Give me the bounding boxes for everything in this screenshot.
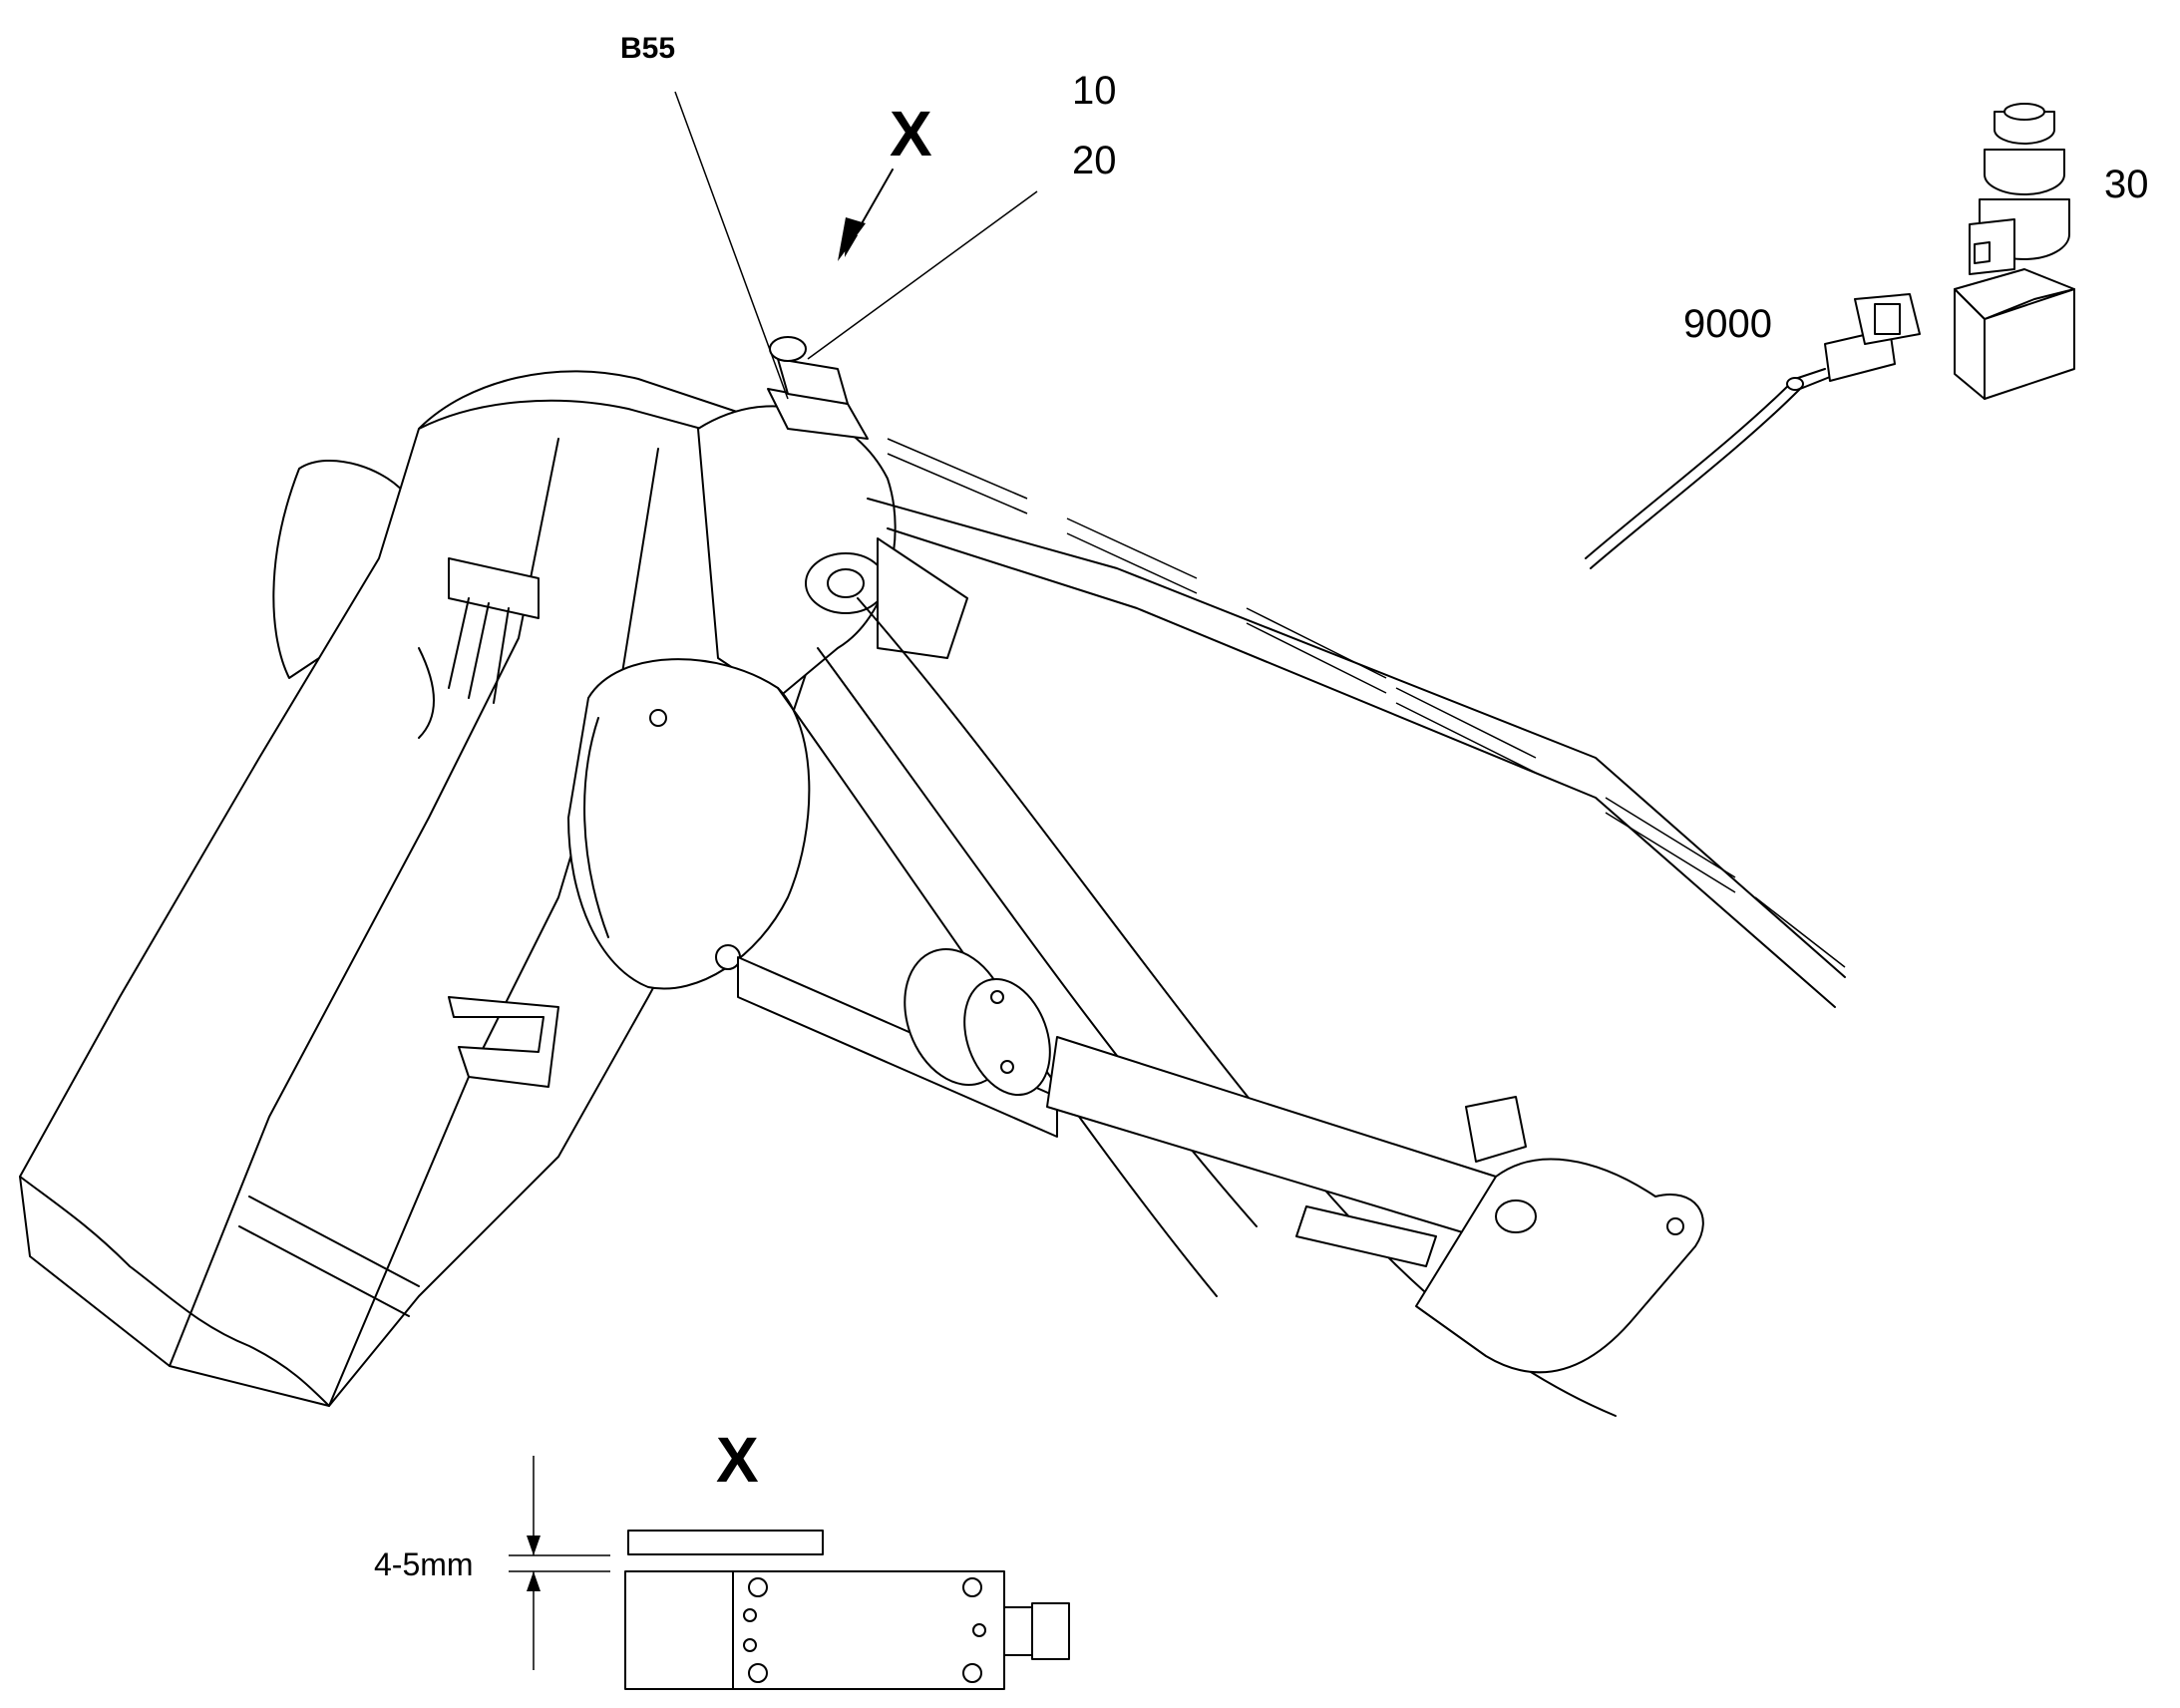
- hydraulic-cylinder: [737, 948, 1704, 1374]
- part-9000-cable: [1585, 293, 1921, 569]
- hose-guide-links: [887, 438, 1846, 968]
- callout-30: 30: [2104, 163, 2149, 206]
- detail-title-x: X: [716, 1424, 759, 1496]
- gap-dimension-label: 4-5mm: [374, 1546, 474, 1582]
- part-30-sensor-block: [1954, 103, 2075, 400]
- detail-view-x: [509, 1456, 1070, 1690]
- view-marker-x: X: [890, 98, 932, 170]
- callout-b55: B55: [620, 32, 675, 65]
- callout-10: 10: [1072, 69, 1117, 113]
- boom-arm: [19, 370, 968, 1407]
- callout-9000: 9000: [1683, 302, 1772, 346]
- callout-20: 20: [1072, 139, 1117, 182]
- leader-lines: [674, 91, 1038, 400]
